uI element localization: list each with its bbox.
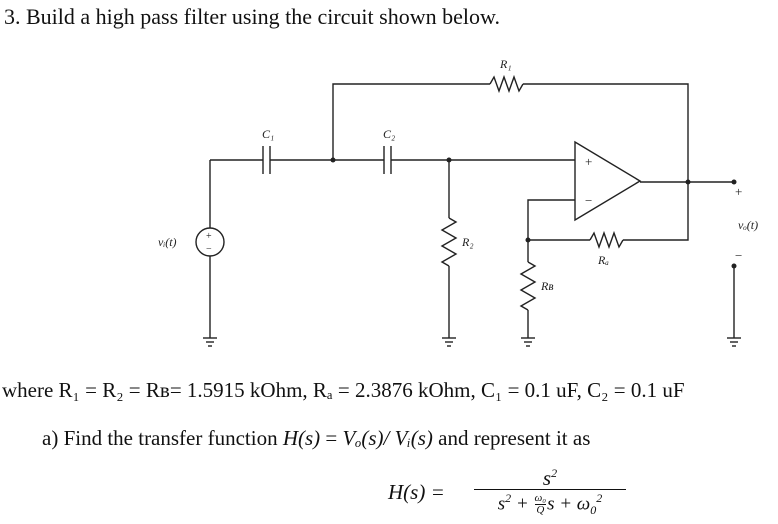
r1-resistor xyxy=(489,74,524,94)
source-minus-sign: − xyxy=(206,244,212,255)
question-title: 3. Build a high pass filter using the ci… xyxy=(4,4,500,29)
label-c1: C₁ xyxy=(262,127,274,141)
ra-right-wire xyxy=(623,182,689,241)
part-a-slash: / xyxy=(383,426,395,450)
node-dot-ra xyxy=(525,237,531,243)
op-amp xyxy=(574,140,642,222)
ground-symbol-source xyxy=(203,337,217,347)
rb-resistor xyxy=(519,261,537,311)
label-ra: Rₐ xyxy=(597,253,609,267)
formula-lhs: H(s) = xyxy=(388,480,445,504)
label-rb: Rʙ xyxy=(540,279,554,293)
part-a-vo: Vₒ(s) xyxy=(342,426,384,450)
output-minus-sign: − xyxy=(735,248,742,263)
given-values: where R₁ = R₂ = Rʙ= 1.5915 kOhm, Rₐ = 2.… xyxy=(2,378,685,402)
formula-numerator: s2 xyxy=(542,466,558,490)
node-dot-c1c2 xyxy=(330,157,336,163)
output-terminal-top xyxy=(731,179,737,185)
ground-symbol-rb xyxy=(521,337,535,347)
part-a-suffix: and represent it as xyxy=(432,426,591,450)
output-terminal-bottom xyxy=(731,263,737,269)
label-vi: vᵢ(t) xyxy=(158,235,177,249)
label-c2: C₂ xyxy=(383,127,395,141)
label-r1: R₁ xyxy=(499,57,512,71)
r1-feedback-wire-right xyxy=(523,83,689,182)
part-a-hs: H(s) xyxy=(282,426,321,450)
r1-feedback-wire-left xyxy=(332,83,490,160)
node-dot-output xyxy=(685,179,691,185)
source-plus-sign: + xyxy=(206,231,212,242)
ground-symbol-r2 xyxy=(442,337,456,347)
part-a-prefix: a) Find the transfer function xyxy=(42,426,283,450)
circuit-diagram: R₁ C₁ C₂ R₂ Rₐ Rʙ vᵢ(t) vₒ(t) + − + − + … xyxy=(158,57,758,347)
ground-symbol-output xyxy=(727,337,741,347)
r2-resistor xyxy=(440,217,458,267)
opamp-plus-sign: + xyxy=(585,154,592,169)
opamp-minus-sign: − xyxy=(585,193,592,208)
part-a-prompt: a) Find the transfer function H(s) = Vₒ(… xyxy=(42,426,590,451)
fraction-bar xyxy=(474,489,626,490)
label-r2: R₂ xyxy=(461,235,474,249)
part-a-vi: Vᵢ(s) xyxy=(394,426,433,450)
part-a-eq: = xyxy=(320,426,343,450)
ra-resistor xyxy=(589,230,624,250)
output-plus-sign: + xyxy=(735,184,742,199)
label-vo: vₒ(t) xyxy=(738,218,758,232)
node-dot-r2 xyxy=(446,157,452,163)
minus-input-wire xyxy=(527,199,575,240)
